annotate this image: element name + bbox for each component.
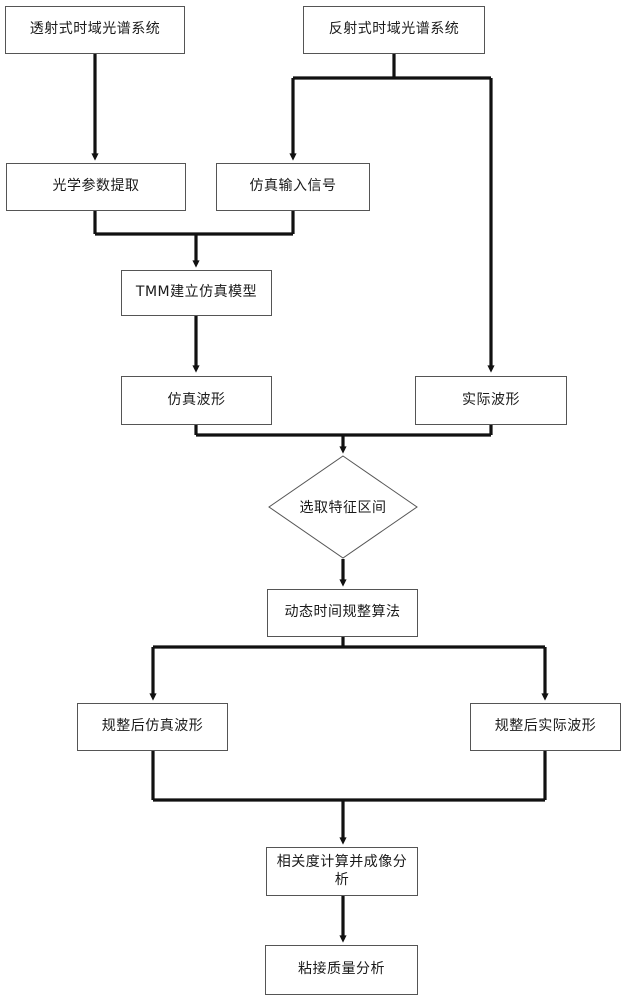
node-feature-interval[interactable]: 选取特征区间 — [268, 455, 418, 559]
node-optical-param-extract[interactable]: 光学参数提取 — [6, 163, 186, 211]
node-reflection-system[interactable]: 反射式时域光谱系统 — [303, 6, 485, 54]
diamond-shape — [268, 455, 418, 559]
node-label: 光学参数提取 — [52, 178, 140, 195]
node-sim-input-signal[interactable]: 仿真输入信号 — [216, 163, 370, 211]
node-label: 仿真输入信号 — [249, 178, 337, 195]
node-real-waveform[interactable]: 实际波形 — [415, 376, 567, 425]
node-aligned-real-waveform[interactable]: 规整后实际波形 — [470, 703, 621, 751]
node-label: 反射式时域光谱系统 — [328, 21, 460, 38]
node-label: TMM建立仿真模型 — [135, 284, 258, 301]
node-label: 粘接质量分析 — [298, 961, 385, 978]
node-sim-waveform[interactable]: 仿真波形 — [121, 376, 272, 425]
node-aligned-sim-waveform[interactable]: 规整后仿真波形 — [77, 703, 228, 751]
node-label: 仿真波形 — [167, 391, 226, 408]
node-label: 规整后仿真波形 — [101, 718, 204, 735]
node-label: 透射式时域光谱系统 — [29, 21, 161, 38]
node-label: 实际波形 — [462, 391, 520, 408]
node-label: 相关度计算并成像分析 — [276, 854, 408, 888]
node-transmission-system[interactable]: 透射式时域光谱系统 — [5, 6, 185, 54]
node-label: 规整后实际波形 — [494, 718, 597, 735]
node-label: 动态时间规整算法 — [284, 604, 401, 621]
node-dtw-algorithm[interactable]: 动态时间规整算法 — [267, 589, 418, 637]
node-label: 选取特征区间 — [299, 500, 387, 516]
node-correlation-imaging[interactable]: 相关度计算并成像分析 — [266, 847, 418, 896]
node-bond-quality[interactable]: 粘接质量分析 — [265, 945, 418, 995]
node-tmm-model[interactable]: TMM建立仿真模型 — [121, 270, 272, 316]
